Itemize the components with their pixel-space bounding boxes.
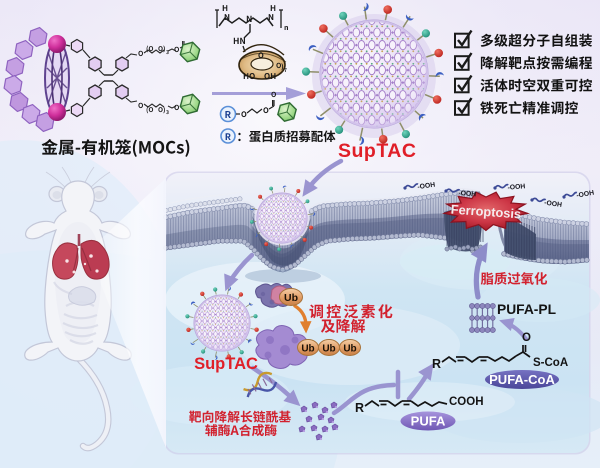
svg-text:Ub: Ub — [301, 344, 314, 355]
svg-text:Ub: Ub — [284, 292, 298, 304]
svg-text:PUFA-CoA: PUFA-CoA — [489, 372, 555, 387]
svg-text:SupTAC: SupTAC — [338, 140, 416, 162]
svg-text:-OOH: -OOH — [417, 182, 436, 191]
svg-text:R: R — [355, 401, 364, 415]
svg-text:Ub: Ub — [343, 344, 356, 355]
svg-text:R: R — [432, 357, 441, 371]
svg-text:S-CoA: S-CoA — [533, 357, 568, 369]
svg-text:O: O — [522, 332, 531, 344]
svg-text:-OOH: -OOH — [576, 190, 595, 200]
svg-text:Ub: Ub — [322, 344, 335, 355]
svg-text:-OOH: -OOH — [458, 190, 476, 199]
svg-text:Ferroptosis: Ferroptosis — [450, 202, 521, 222]
svg-text:SupTAC: SupTAC — [194, 355, 258, 373]
svg-text:COOH: COOH — [449, 396, 484, 408]
svg-text:-OOH: -OOH — [507, 183, 525, 192]
svg-text:-OOH: -OOH — [544, 200, 563, 209]
svg-text:PUFA-PL: PUFA-PL — [497, 302, 556, 317]
svg-text:PUFA: PUFA — [411, 414, 446, 429]
